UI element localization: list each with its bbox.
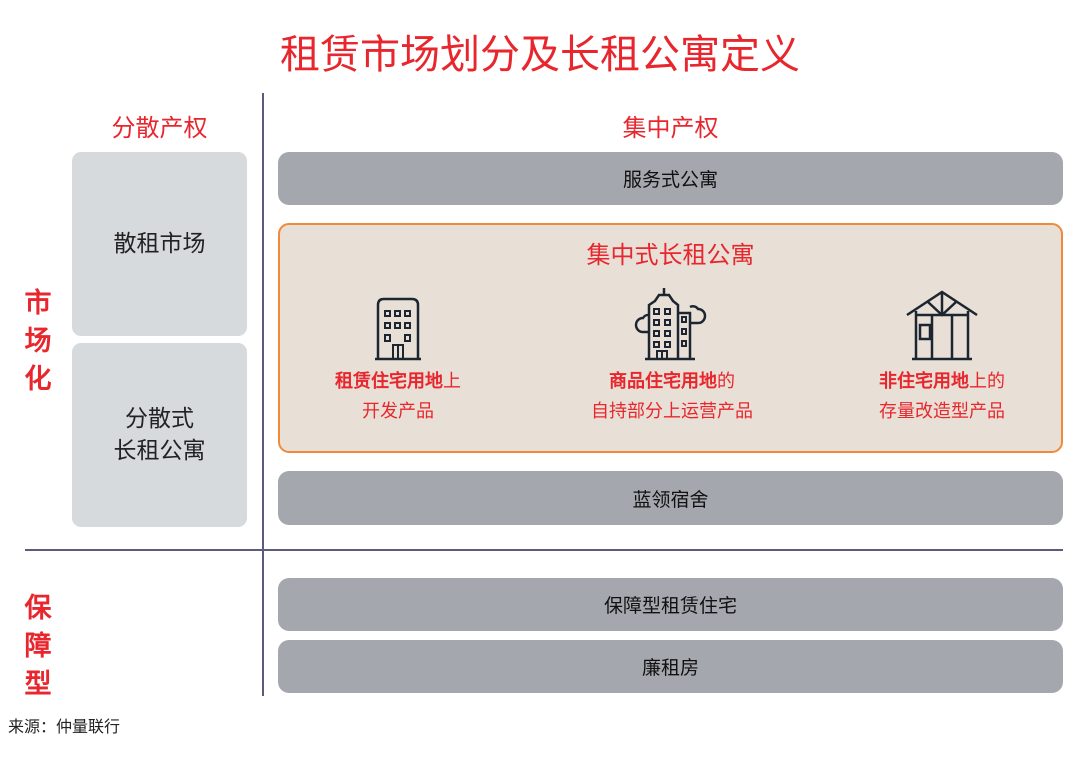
office-building-icon xyxy=(375,297,421,361)
item-bold-text: 非住宅用地 xyxy=(879,371,969,392)
item-bold-text: 商品住宅用地 xyxy=(609,371,717,392)
item-text: 上 xyxy=(443,371,461,392)
column-header-centralized: 集中产权 xyxy=(622,114,719,142)
item-text: 上的 xyxy=(969,371,1005,392)
affordable-rental-box: 保障型租赁住宅 xyxy=(278,578,1063,631)
page-title: 租赁市场划分及长租公寓定义 xyxy=(280,32,800,78)
column-header-decentralized: 分散产权 xyxy=(111,114,208,142)
item-text: 的 xyxy=(717,371,735,392)
high-rise-icon xyxy=(634,288,707,361)
row-label-affordable: 保障型 xyxy=(24,593,52,700)
source-note: 来源：仲量联行 xyxy=(8,717,121,736)
scattered-rental-box: 散租市场 xyxy=(72,152,247,336)
house-frame-icon xyxy=(906,290,978,361)
item-commercial-land: 商品住宅用地的 自持部分上运营产品 xyxy=(542,287,802,427)
low-rent-housing-box: 廉租房 xyxy=(278,640,1063,693)
item-nonresidential-land: 非住宅用地上的 存量改造型产品 xyxy=(812,287,1072,427)
centralized-long-rent-box: 集中式长租公寓 租赁住宅用地上 开发产品 商品住宅用地的 自持部分上运营产品 非… xyxy=(278,223,1063,453)
item-rental-land: 租赁住宅用地上 开发产品 xyxy=(268,287,528,427)
item-line2: 存量改造型产品 xyxy=(879,401,1005,422)
centralized-title: 集中式长租公寓 xyxy=(586,241,755,269)
item-line2: 自持部分上运营产品 xyxy=(591,401,753,422)
vertical-divider xyxy=(262,93,264,696)
serviced-apartment-box: 服务式公寓 xyxy=(278,152,1063,205)
row-label-market: 市场化 xyxy=(24,288,52,395)
item-line2: 开发产品 xyxy=(362,401,434,422)
decentralized-long-rent-box: 分散式 长租公寓 xyxy=(72,343,247,527)
blue-collar-dorm-box: 蓝领宿舍 xyxy=(278,471,1063,525)
horizontal-divider xyxy=(25,549,1063,551)
item-bold-text: 租赁住宅用地 xyxy=(335,371,443,392)
